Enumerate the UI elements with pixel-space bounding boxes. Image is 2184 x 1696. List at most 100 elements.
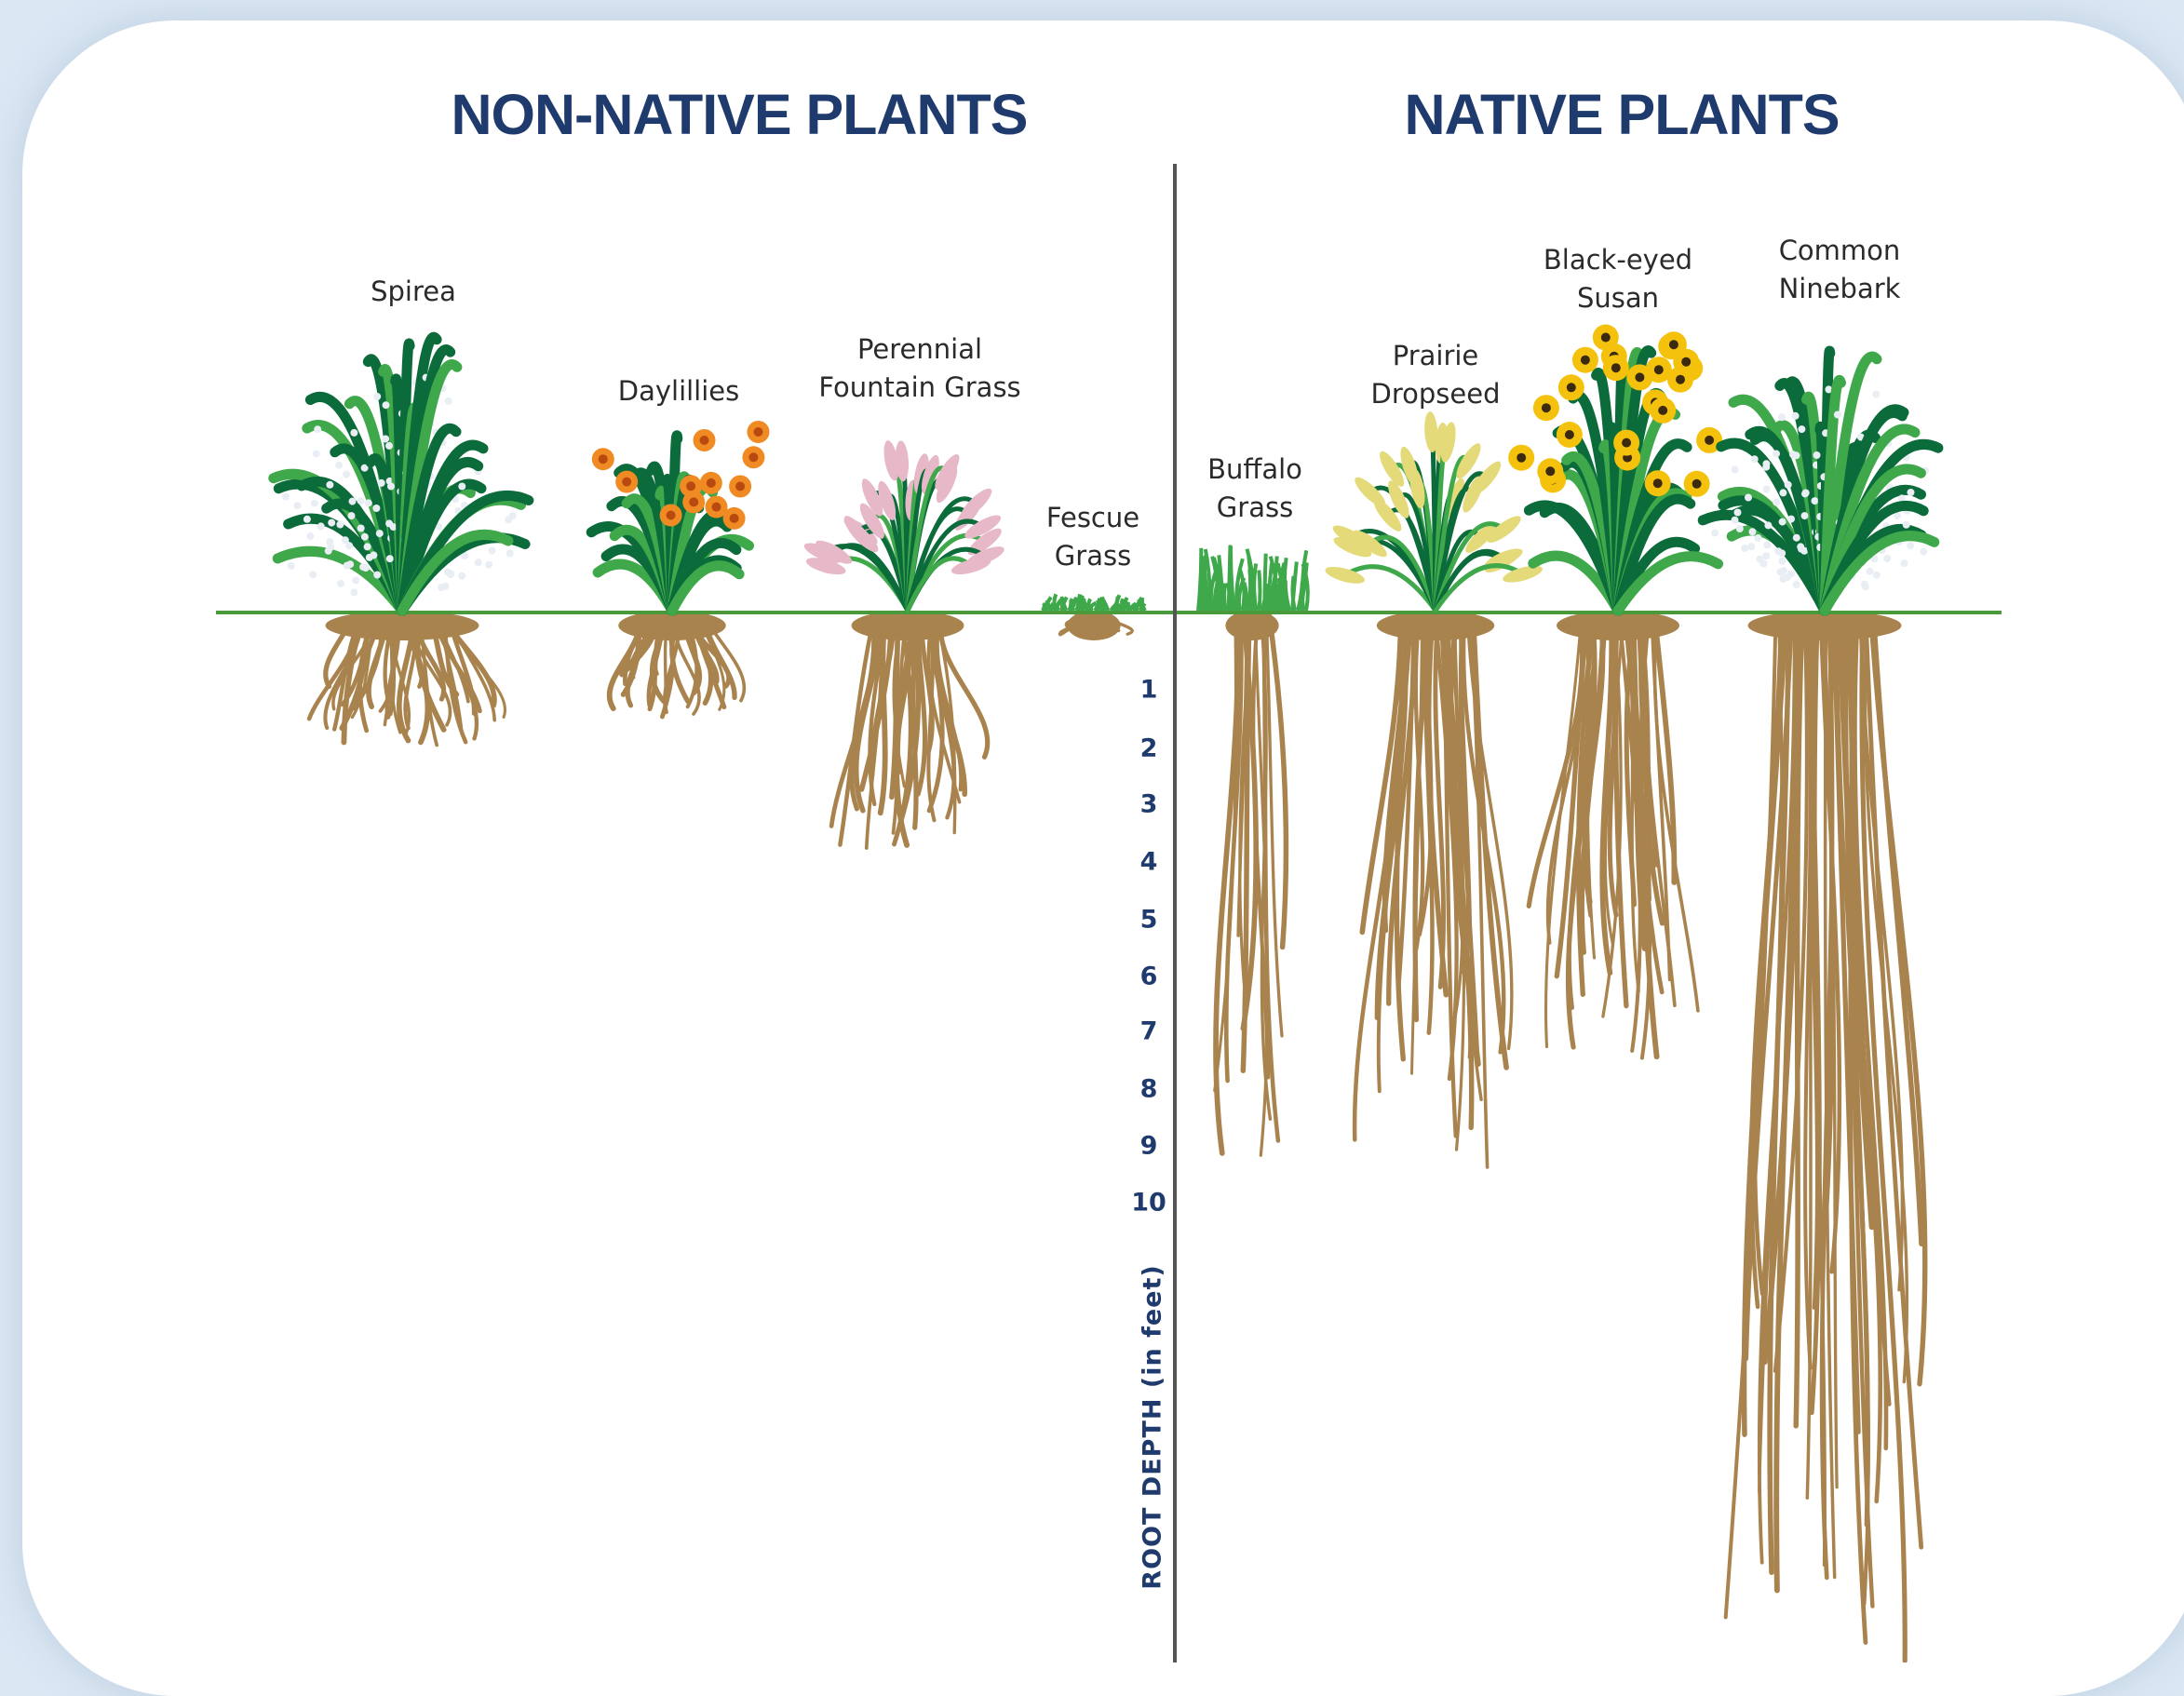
roots-black-eyed-susan bbox=[1529, 611, 1698, 1058]
plant-label-line: Perennial bbox=[818, 330, 1020, 369]
flower-speckle bbox=[458, 483, 465, 491]
flower-speckle bbox=[1862, 583, 1869, 590]
flower-speckle bbox=[313, 451, 320, 458]
flower-speckle bbox=[509, 512, 517, 519]
plant-label-buffalo-grass: Buffalo Grass bbox=[1207, 451, 1302, 527]
flower-speckle bbox=[346, 560, 354, 568]
flower-speckle bbox=[314, 425, 321, 433]
plant-label-line: Fescue bbox=[1046, 499, 1139, 537]
flower-speckle bbox=[1903, 521, 1910, 529]
flower-center bbox=[686, 481, 695, 491]
plant-label-prairie-dropseed: Prairie Dropseed bbox=[1371, 337, 1501, 413]
flower-speckle bbox=[370, 551, 377, 559]
flower-speckle bbox=[1763, 486, 1771, 493]
plant-label-line: Spirea bbox=[371, 273, 456, 311]
flower-speckle bbox=[372, 505, 380, 512]
depth-tick-label: 3 bbox=[1121, 790, 1177, 819]
flower-speckle bbox=[1779, 575, 1786, 583]
flower-speckle bbox=[1764, 521, 1772, 529]
flower-speckle bbox=[1901, 559, 1908, 567]
flower-speckle bbox=[349, 498, 357, 505]
foliage-prairie-dropseed bbox=[1324, 411, 1544, 611]
flower-speckle bbox=[1732, 517, 1739, 524]
grass-blade bbox=[1224, 584, 1226, 611]
flower-speckle bbox=[485, 561, 492, 569]
depth-tick-label: 6 bbox=[1121, 962, 1177, 991]
flower-center bbox=[1654, 365, 1664, 374]
root-crown bbox=[1225, 611, 1278, 640]
plant-label-line: Fountain Grass bbox=[818, 369, 1020, 407]
flower-speckle bbox=[475, 559, 482, 566]
grass-blade bbox=[1254, 563, 1256, 611]
flower-center bbox=[1676, 375, 1685, 384]
flower-speckle bbox=[489, 547, 496, 555]
flower-speckle bbox=[1734, 509, 1742, 517]
flower-speckle bbox=[1751, 455, 1759, 463]
plant-label-daylillies: Daylillies bbox=[618, 372, 740, 411]
depth-tick-label: 4 bbox=[1121, 848, 1177, 877]
flower-center bbox=[754, 427, 763, 437]
roots-prairie-dropseed bbox=[1355, 611, 1512, 1167]
flower-speckle bbox=[1749, 528, 1757, 535]
plant-label-line: Black-eyed bbox=[1544, 241, 1692, 279]
roots-fescue-grass bbox=[1060, 611, 1132, 640]
flower-speckle bbox=[1773, 451, 1780, 458]
root-crown bbox=[1067, 611, 1120, 640]
flower-speckle bbox=[306, 532, 314, 540]
flower-center bbox=[1622, 438, 1631, 448]
flower-speckle bbox=[1873, 572, 1881, 579]
flower-center bbox=[1581, 356, 1590, 365]
flower-center bbox=[1681, 357, 1691, 367]
flower-center bbox=[1635, 372, 1644, 382]
plant-label-line: Prairie bbox=[1371, 337, 1501, 375]
flower-speckle bbox=[326, 538, 333, 545]
flower-center bbox=[730, 514, 739, 523]
grass-blade bbox=[1118, 603, 1119, 611]
plant-label-spirea: Spirea bbox=[371, 273, 456, 311]
flower-speckle bbox=[1711, 530, 1719, 537]
flower-speckle bbox=[303, 516, 311, 523]
roots-perennial-fountain-grass bbox=[831, 611, 988, 848]
flower-speckle bbox=[1908, 489, 1915, 496]
flower-speckle bbox=[1779, 489, 1786, 496]
flower-speckle bbox=[1787, 570, 1795, 577]
flower-speckle bbox=[1802, 490, 1810, 497]
flower-center bbox=[689, 497, 698, 506]
flower-speckle bbox=[1789, 451, 1797, 458]
flower-center bbox=[1669, 340, 1678, 349]
depth-tick-label: 8 bbox=[1121, 1075, 1177, 1104]
flower-center bbox=[748, 452, 758, 462]
flower-speckle bbox=[1797, 543, 1804, 550]
flower-center bbox=[1653, 478, 1663, 488]
flower-speckle bbox=[1811, 497, 1818, 505]
flower-speckle bbox=[1778, 413, 1786, 421]
flower-speckle bbox=[1745, 494, 1752, 502]
flower-speckle bbox=[373, 393, 381, 400]
plant-label-perennial-fountain-grass: Perennial Fountain Grass bbox=[818, 330, 1020, 407]
flower-speckle bbox=[365, 499, 372, 506]
flower-speckle bbox=[335, 462, 343, 469]
plant-label-black-eyed-susan: Black-eyed Susan bbox=[1544, 241, 1692, 317]
flower-speckle bbox=[350, 429, 357, 437]
flower-center bbox=[1567, 383, 1576, 392]
plant-label-line: Ninebark bbox=[1779, 270, 1901, 308]
root-crown bbox=[852, 611, 964, 640]
plant-label-line: Daylillies bbox=[618, 372, 740, 411]
plant-label-line: Grass bbox=[1207, 489, 1302, 527]
flower-center bbox=[622, 478, 631, 487]
flower-speckle bbox=[326, 481, 333, 489]
plant-label-line: Common bbox=[1779, 232, 1901, 270]
flower-center bbox=[1658, 406, 1667, 415]
flower-speckle bbox=[447, 571, 454, 578]
flower-center bbox=[735, 482, 745, 491]
flower-speckle bbox=[1787, 516, 1795, 523]
roots-common-ninebark bbox=[1726, 611, 1925, 1661]
depth-tick-label: 10 bbox=[1121, 1189, 1177, 1218]
flower-center bbox=[707, 478, 716, 488]
flower-speckle bbox=[441, 583, 449, 590]
flower-speckle bbox=[317, 522, 325, 530]
flower-speckle bbox=[357, 525, 365, 532]
flower-speckle bbox=[1773, 499, 1780, 506]
flower-center bbox=[1611, 363, 1621, 372]
root-crown bbox=[1377, 611, 1495, 640]
